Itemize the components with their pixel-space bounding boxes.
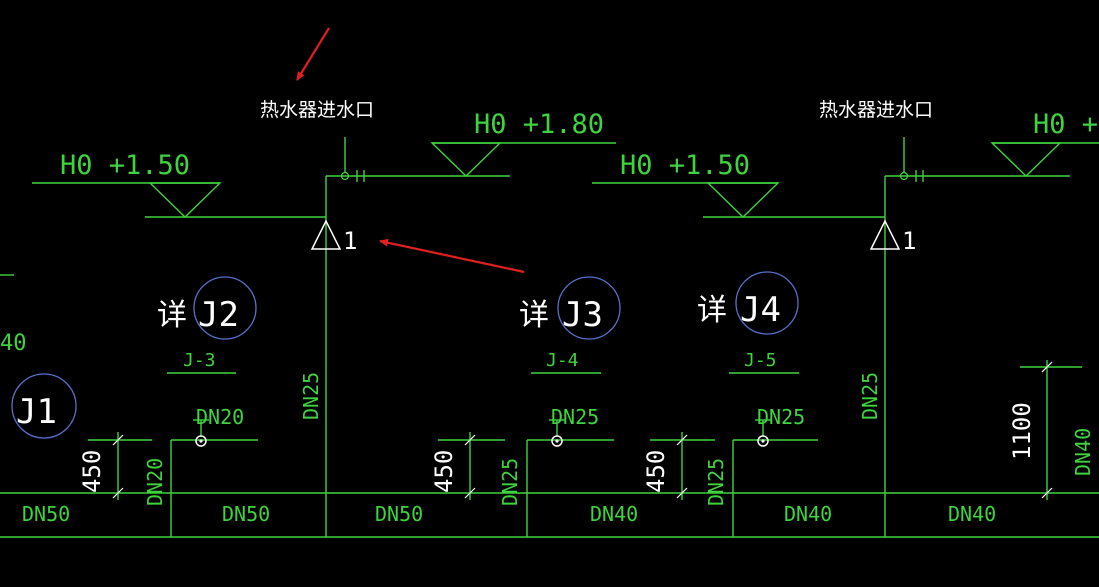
- detail-prefix: 详: [697, 293, 727, 328]
- faucet-icon: [551, 435, 563, 447]
- drop-size: DN20: [143, 458, 167, 506]
- riser-size: DN25: [299, 372, 323, 420]
- main-size: DN40: [590, 502, 638, 526]
- dim-ticks: [112, 361, 1053, 499]
- red-arrow-2: [379, 238, 525, 274]
- detail-id: J2: [198, 295, 239, 335]
- main-size: DN50: [222, 502, 270, 526]
- elevation-label: H0 +1.80: [474, 109, 604, 140]
- elev-triangle: [148, 182, 222, 218]
- detail-circles: [11, 271, 799, 439]
- detail-circle-J1: [11, 373, 77, 439]
- detail-circle-J4: [735, 271, 799, 335]
- main-size: DN40: [948, 502, 996, 526]
- annotation-arrows: [296, 27, 525, 274]
- tag-label: J-3: [183, 350, 216, 371]
- green-labels: H0 +1.50 H0 +1.80 H0 +1.50 H0 + J-3 J-4 …: [0, 109, 1098, 526]
- red-arrow-1: [296, 27, 330, 81]
- white-labels: 热水器进水口 热水器进水口 详 详 详 J1 J2 J3 J4 1 1 450 …: [16, 99, 1036, 493]
- check-valve-icon: [310, 219, 342, 250]
- dim-450: 450: [642, 450, 670, 493]
- right-riser-size: DN40: [1071, 428, 1095, 476]
- faucet-icon: [195, 435, 207, 447]
- elevation-label: H0 +1.50: [620, 150, 750, 181]
- tag-label: J-5: [744, 350, 777, 371]
- detail-id: J4: [740, 290, 781, 330]
- faucet-dots: [199, 439, 765, 443]
- branch-size: DN25: [757, 405, 805, 429]
- junction-dots: [340, 171, 909, 181]
- detail-prefix: 详: [519, 298, 549, 333]
- valve-mark: 1: [343, 227, 357, 255]
- valve-mark: 1: [902, 227, 916, 255]
- elev-triangle: [706, 182, 780, 218]
- elev-triangle: [430, 142, 502, 177]
- heater-inlet-label: 热水器进水口: [260, 99, 374, 121]
- heater-inlet-label: 热水器进水口: [819, 99, 933, 121]
- dn-left-partial: 40: [0, 331, 27, 356]
- main-size: DN50: [375, 502, 423, 526]
- detail-circle-J2: [193, 276, 257, 340]
- elevation-label: H0 +: [1033, 109, 1098, 140]
- elev-triangle: [990, 142, 1062, 177]
- riser-size: DN25: [858, 372, 882, 420]
- check-valve-icon: [869, 219, 901, 250]
- tag-label: J-4: [546, 350, 579, 371]
- branch-size: DN25: [551, 405, 599, 429]
- valve-symbols: [195, 219, 901, 447]
- detail-id: J1: [16, 392, 57, 432]
- drop-size: DN25: [498, 458, 522, 506]
- dim-1100: 1100: [1008, 402, 1036, 460]
- main-size: DN50: [22, 502, 70, 526]
- pipe-lines: [0, 137, 1099, 538]
- detail-prefix: 详: [157, 298, 187, 333]
- detail-id: J3: [562, 295, 603, 335]
- elevation-label: H0 +1.50: [60, 150, 190, 181]
- branch-size: DN20: [196, 405, 244, 429]
- detail-circle-J3: [557, 276, 621, 340]
- drop-size: DN25: [704, 458, 728, 506]
- faucet-icon: [757, 435, 769, 447]
- dim-450: 450: [430, 450, 458, 493]
- dim-450: 450: [78, 450, 106, 493]
- main-size: DN40: [784, 502, 832, 526]
